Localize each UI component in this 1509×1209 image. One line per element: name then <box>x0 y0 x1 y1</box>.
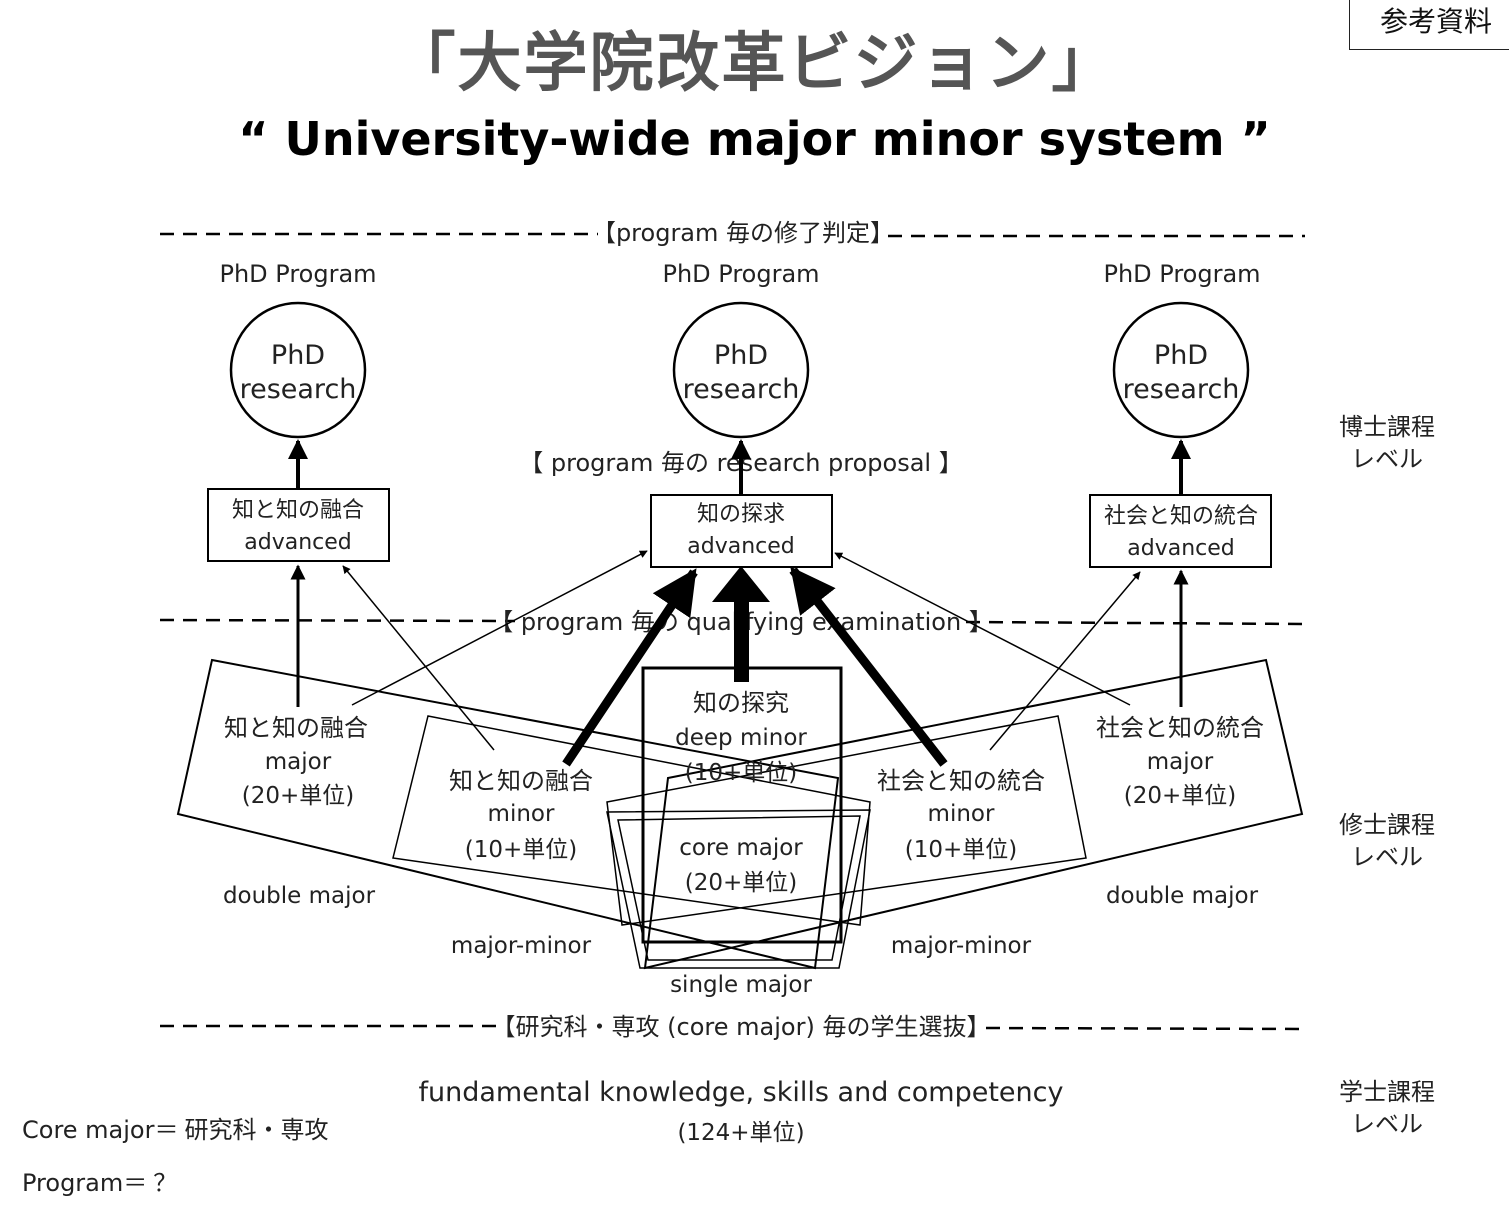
divider-top: 【program 毎の修了判定】 <box>160 219 1305 247</box>
left-minor-unit: 知と知の融合 minor (10+単位) <box>449 767 593 863</box>
divider-top-label: 【program 毎の修了判定】 <box>592 219 894 247</box>
arrow-right-minor-to-center-advanced <box>789 566 948 767</box>
left-major-unit: 知と知の融合 major (20+単位) <box>224 714 368 809</box>
svg-text:PhD: PhD <box>1154 340 1208 371</box>
advanced-box-left: 知と知の融合 advanced <box>207 488 390 562</box>
footnote-program-value: ？ <box>153 1169 178 1197</box>
arrow-left-major-to-center-advanced <box>351 550 648 706</box>
phd-circle-center: PhD research <box>672 301 810 439</box>
svg-text:知と知の融合: 知と知の融合 <box>232 498 364 523</box>
arrow-right-minor-to-right-advanced <box>989 571 1141 751</box>
level-master: 修士課程 レベル <box>1327 809 1447 873</box>
bachelor-description: fundamental knowledge, skills and compet… <box>419 1077 1064 1108</box>
double-major-label-right: double major <box>1106 883 1259 909</box>
bachelor-credits: (124+単位) <box>677 1120 804 1146</box>
svg-text:(20+単位): (20+単位) <box>242 783 354 809</box>
arrow-deep-minor-to-center-advanced <box>712 566 770 682</box>
divider-selection: 【研究科・専攻 (core major) 毎の学生選抜】 <box>160 1013 1306 1041</box>
phd-program-header-center: PhD Program <box>662 260 819 288</box>
level-doctor-line1: 博士課程 <box>1339 413 1435 441</box>
phd-program-header-left: PhD Program <box>219 260 376 288</box>
level-master-line1: 修士課程 <box>1339 811 1435 839</box>
svg-text:社会と知の統合: 社会と知の統合 <box>1096 714 1264 742</box>
svg-text:(10+単位): (10+単位) <box>905 837 1017 863</box>
svg-text:社会と知の統合: 社会と知の統合 <box>877 767 1045 795</box>
footnote-program: Program＝？ <box>22 1163 183 1198</box>
page-subtitle: “ University-wide major minor system ” <box>238 112 1271 166</box>
svg-text:(20+単位): (20+単位) <box>685 870 797 896</box>
svg-text:research: research <box>1123 374 1240 405</box>
level-doctor-line2: レベル <box>1351 445 1423 473</box>
right-minor-unit: 社会と知の統合 minor (10+単位) <box>877 767 1045 863</box>
svg-text:advanced: advanced <box>1127 536 1235 561</box>
level-bachelor-line2: レベル <box>1351 1110 1423 1138</box>
phd-program-header-right: PhD Program <box>1103 260 1260 288</box>
footnote-core-major-label: Core major＝ <box>22 1116 179 1144</box>
level-bachelor-line1: 学士課程 <box>1339 1078 1435 1106</box>
footnote-program-label: Program＝ <box>22 1169 148 1197</box>
footnote-core-major: Core major＝研究科・専攻 <box>22 1110 334 1145</box>
svg-text:(10+単位): (10+単位) <box>465 837 577 863</box>
arrow-left-minor-to-center-advanced <box>562 568 698 767</box>
arrow-right-major-to-center-advanced <box>834 552 1131 706</box>
svg-text:minor: minor <box>928 801 995 827</box>
divider-selection-label: 【研究科・専攻 (core major) 毎の学生選抜】 <box>492 1013 991 1041</box>
svg-text:知の探求: 知の探求 <box>697 502 785 527</box>
svg-text:major: major <box>1147 749 1214 775</box>
single-major-label: single major <box>670 972 812 998</box>
advanced-box-right: 社会と知の統合 advanced <box>1089 494 1272 568</box>
svg-text:research: research <box>240 374 357 405</box>
level-bachelor: 学士課程 レベル <box>1327 1076 1447 1140</box>
svg-text:PhD: PhD <box>714 340 768 371</box>
svg-text:社会と知の統合: 社会と知の統合 <box>1104 504 1258 529</box>
major-minor-label-right: major-minor <box>891 933 1032 959</box>
svg-text:PhD: PhD <box>271 340 325 371</box>
svg-text:advanced: advanced <box>244 530 352 555</box>
svg-text:(10+単位): (10+単位) <box>685 760 797 786</box>
deep-minor-unit: 知の探究 deep minor (10+単位) <box>675 689 807 786</box>
svg-text:research: research <box>683 374 800 405</box>
divider-qualifying: 【 program 毎の qualifying examination 】 <box>159 608 1306 636</box>
level-master-line2: レベル <box>1351 843 1423 871</box>
svg-text:知と知の融合: 知と知の融合 <box>224 714 368 742</box>
svg-text:advanced: advanced <box>687 534 795 559</box>
phd-circle-left: PhD research <box>229 301 367 439</box>
reference-tag: 参考資料 <box>1349 0 1509 50</box>
core-major-unit: core major (20+単位) <box>679 835 803 896</box>
double-major-label-left: double major <box>223 883 376 909</box>
svg-text:core major: core major <box>679 835 803 861</box>
page-title: 「大学院改革ビジョン」 <box>391 27 1118 101</box>
svg-text:知と知の融合: 知と知の融合 <box>449 767 593 795</box>
svg-text:major: major <box>265 749 332 775</box>
advanced-box-center: 知の探求 advanced <box>650 494 833 568</box>
arrow-left-minor-to-left-advanced <box>342 565 495 751</box>
major-minor-label-left: major-minor <box>451 933 592 959</box>
major-minor-frame <box>392 715 1087 926</box>
right-major-unit: 社会と知の統合 major (20+単位) <box>1096 714 1264 809</box>
svg-text:minor: minor <box>488 801 555 827</box>
svg-text:deep minor: deep minor <box>675 725 807 751</box>
phd-circle-right: PhD research <box>1112 301 1250 439</box>
footnote-core-major-value: 研究科・専攻 <box>184 1116 329 1144</box>
svg-text:知の探究: 知の探究 <box>693 689 789 717</box>
svg-text:(20+単位): (20+単位) <box>1124 783 1236 809</box>
level-doctor: 博士課程 レベル <box>1327 411 1447 475</box>
